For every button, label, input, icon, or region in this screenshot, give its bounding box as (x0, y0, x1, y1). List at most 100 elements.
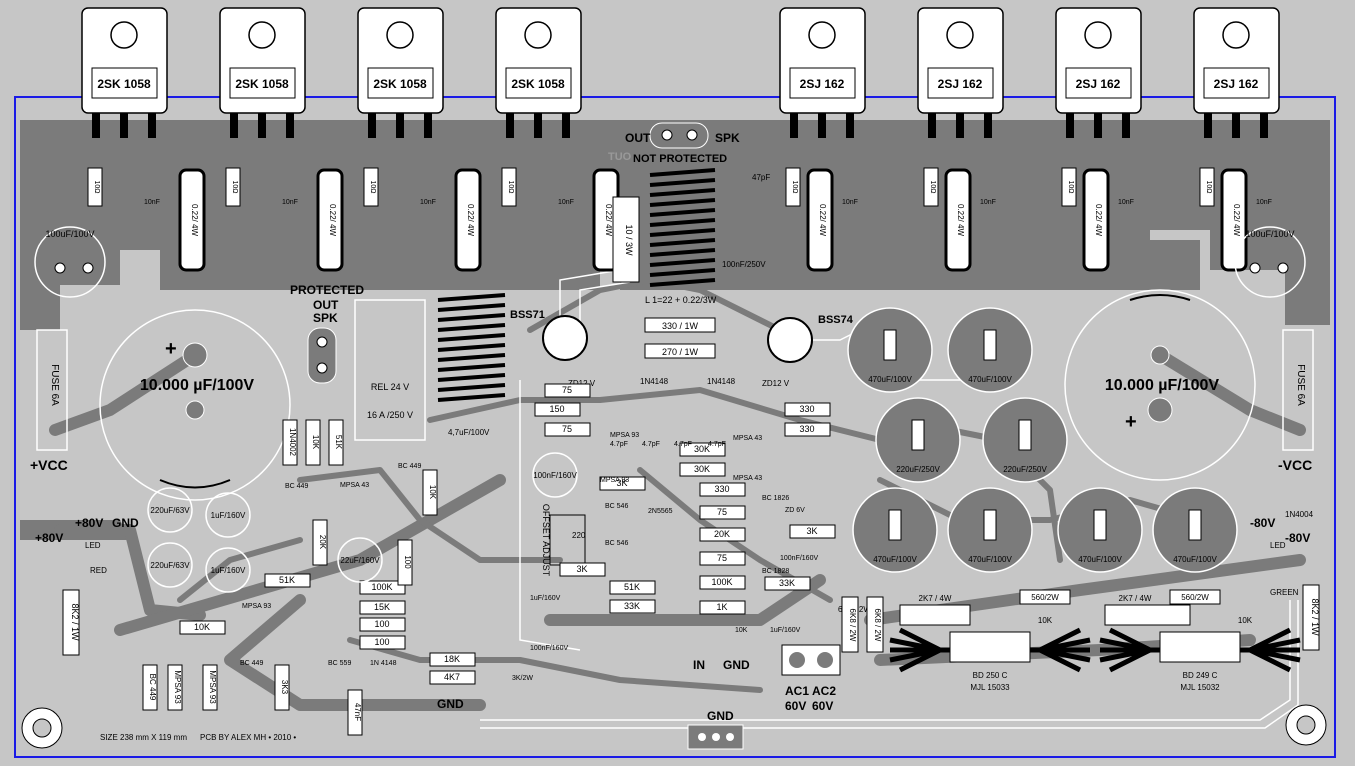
resistor: 330 (784, 422, 831, 437)
big-cap-right: 10.000 µF/100V + (1064, 289, 1256, 481)
svg-text:TUO: TUO (608, 151, 632, 163)
component-label: 100nF/160V (780, 555, 818, 562)
resistor: 100 (397, 539, 413, 586)
resistor: 3K (559, 562, 606, 577)
svg-text:+: + (165, 338, 177, 360)
resistor: 100 (359, 617, 406, 632)
resistor: 1N4002 (282, 419, 298, 466)
board-outline (14, 96, 1336, 758)
svg-text:PROTECTED: PROTECTED (290, 283, 364, 297)
svg-text:2SK 1058: 2SK 1058 (235, 77, 289, 91)
resistor: 10K (422, 469, 438, 516)
svg-text:0.22/ 4W: 0.22/ 4W (818, 204, 827, 236)
resistor: 51K (609, 580, 656, 595)
svg-text:10nF: 10nF (842, 199, 858, 206)
svg-text:GREEN: GREEN (1270, 588, 1299, 597)
svg-text:100K: 100K (371, 582, 392, 592)
component-label: BC 1826 (762, 495, 789, 502)
component-label: 1uF/160V (530, 595, 561, 602)
svg-text:SPK: SPK (715, 131, 740, 145)
resistor: 330 (784, 402, 831, 417)
svg-text:10K: 10K (1038, 616, 1053, 625)
electrolytic-cap: 470uF/100V (852, 487, 938, 573)
svg-text:470uF/100V: 470uF/100V (873, 555, 917, 564)
svg-text:100nF/160V: 100nF/160V (533, 471, 577, 480)
component-label: MPSA 43 (340, 482, 369, 489)
ac-connector: AC1 AC2 60V 60V (781, 644, 841, 713)
resistor: 1K (699, 600, 746, 615)
svg-text:8K2 / 1W: 8K2 / 1W (70, 603, 80, 641)
protected-out: PROTECTED OUT SPK (290, 283, 364, 384)
svg-text:75: 75 (562, 385, 572, 395)
resistor: 75 (544, 422, 591, 437)
component-label: ZD 6V (785, 507, 805, 514)
resistor: MPSA 93 (167, 664, 183, 711)
r330-1w: 330 / 1W (644, 317, 716, 333)
svg-text:100uF/100V: 100uF/100V (45, 229, 94, 239)
resistor: 10K (179, 620, 226, 635)
svg-text:47nF: 47nF (353, 703, 362, 721)
svg-text:OFFSET ADJUST: OFFSET ADJUST (541, 504, 551, 577)
svg-text:330: 330 (714, 484, 729, 494)
svg-text:470uF/100V: 470uF/100V (1173, 555, 1217, 564)
svg-text:+80V: +80V (35, 531, 63, 545)
svg-text:ZD12 V: ZD12 V (762, 379, 790, 388)
svg-text:20K: 20K (318, 535, 327, 550)
svg-text:470uF/100V: 470uF/100V (968, 375, 1012, 384)
svg-text:51K: 51K (279, 575, 295, 585)
svg-text:GND: GND (437, 697, 464, 711)
svg-text:MPSA 93: MPSA 93 (208, 670, 217, 704)
resistor: 30K (679, 462, 726, 477)
svg-text:330 / 1W: 330 / 1W (662, 321, 699, 331)
svg-text:6K8 / 2W: 6K8 / 2W (873, 609, 882, 642)
svg-text:10nF: 10nF (1118, 199, 1134, 206)
svg-text:100: 100 (374, 619, 389, 629)
svg-text:2K7 / 4W: 2K7 / 4W (1119, 594, 1152, 603)
resistor: 150 (534, 402, 581, 417)
component-label: 4.7pF (642, 441, 660, 448)
svg-text:MPSA 93: MPSA 93 (173, 670, 182, 704)
svg-text:AC2: AC2 (812, 684, 836, 698)
svg-text:2SJ 162: 2SJ 162 (1214, 77, 1259, 91)
out-not-protected: OUT SPK TUO NOT PROTECTED (608, 122, 740, 165)
svg-text:10Ω: 10Ω (231, 180, 238, 193)
svg-text:220uF/250V: 220uF/250V (896, 465, 940, 474)
resistor: 3K (789, 524, 836, 539)
resistor: 3K3 (274, 664, 290, 711)
svg-text:30K: 30K (694, 444, 710, 454)
svg-text:1N4148: 1N4148 (640, 377, 669, 386)
svg-text:10nF: 10nF (558, 199, 574, 206)
resistor: 20K (312, 519, 328, 566)
component-label: BC 449 (398, 463, 421, 470)
svg-text:220uF/63V: 220uF/63V (150, 506, 190, 515)
svg-text:75: 75 (717, 553, 727, 563)
svg-text:10 / 3W: 10 / 3W (624, 224, 634, 256)
svg-text:1uF/160V: 1uF/160V (211, 511, 246, 520)
component-label: BC 1828 (762, 568, 789, 575)
component-label: 4.7pF (708, 441, 726, 448)
svg-text:100: 100 (403, 555, 412, 569)
svg-text:6K8 / 2W: 6K8 / 2W (848, 609, 857, 642)
bd250-area: 2K7 / 4W BD 250 C MJL 15033 560/2W 10K (889, 589, 1091, 692)
svg-text:10Ω: 10Ω (1205, 180, 1212, 193)
svg-text:BSS71: BSS71 (510, 309, 545, 321)
svg-text:60V: 60V (785, 699, 806, 713)
resistor: 3K (599, 476, 646, 491)
svg-text:10Ω: 10Ω (1067, 180, 1074, 193)
svg-text:1N4148: 1N4148 (707, 377, 736, 386)
svg-text:100K: 100K (711, 577, 732, 587)
electrolytic-cap: 470uF/100V (1152, 487, 1238, 573)
small-cap: 220uF/63V (147, 487, 193, 533)
r8k2-left: 8K2 / 1W (62, 589, 80, 656)
vcc-pos: +VCC (30, 457, 68, 473)
svg-text:330: 330 (799, 424, 814, 434)
res-10-3w: 10 / 3W (612, 196, 640, 283)
credit-label: PCB BY ALEX MH • 2010 • (200, 733, 296, 742)
resistor: 51K (264, 573, 311, 588)
component-label: BC 559 (328, 660, 351, 667)
svg-text:51K: 51K (624, 582, 640, 592)
fuse-right: FUSE 6A -VCC (1278, 329, 1314, 473)
svg-text:0.22/ 4W: 0.22/ 4W (1232, 204, 1241, 236)
svg-text:560/2W: 560/2W (1181, 593, 1209, 602)
svg-text:3K: 3K (576, 564, 587, 574)
